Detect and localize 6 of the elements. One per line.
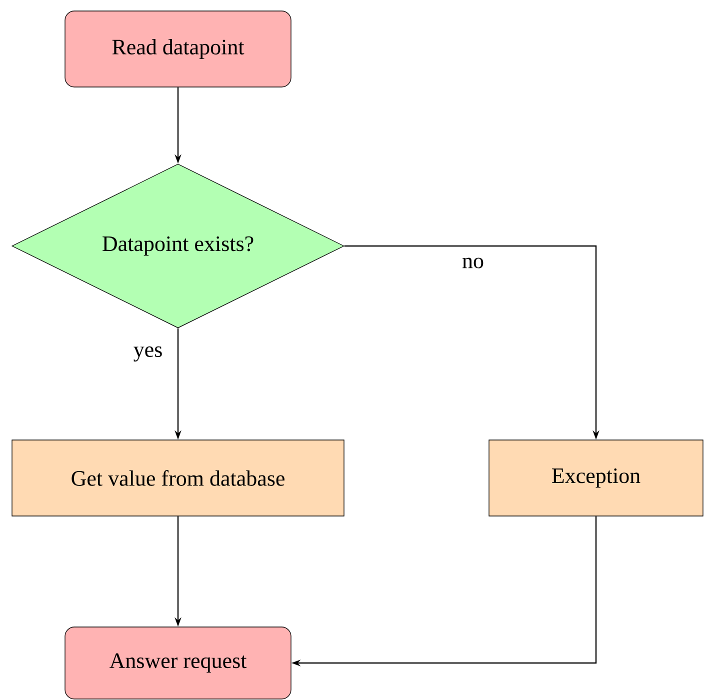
end-box: Answer request xyxy=(64,626,292,700)
edge-label: yes xyxy=(132,345,164,363)
process-box: Get value from database xyxy=(12,440,344,516)
process-box: Exception xyxy=(488,440,704,516)
start-box: Read datapoint xyxy=(64,10,292,88)
edge-label: no xyxy=(460,256,486,270)
